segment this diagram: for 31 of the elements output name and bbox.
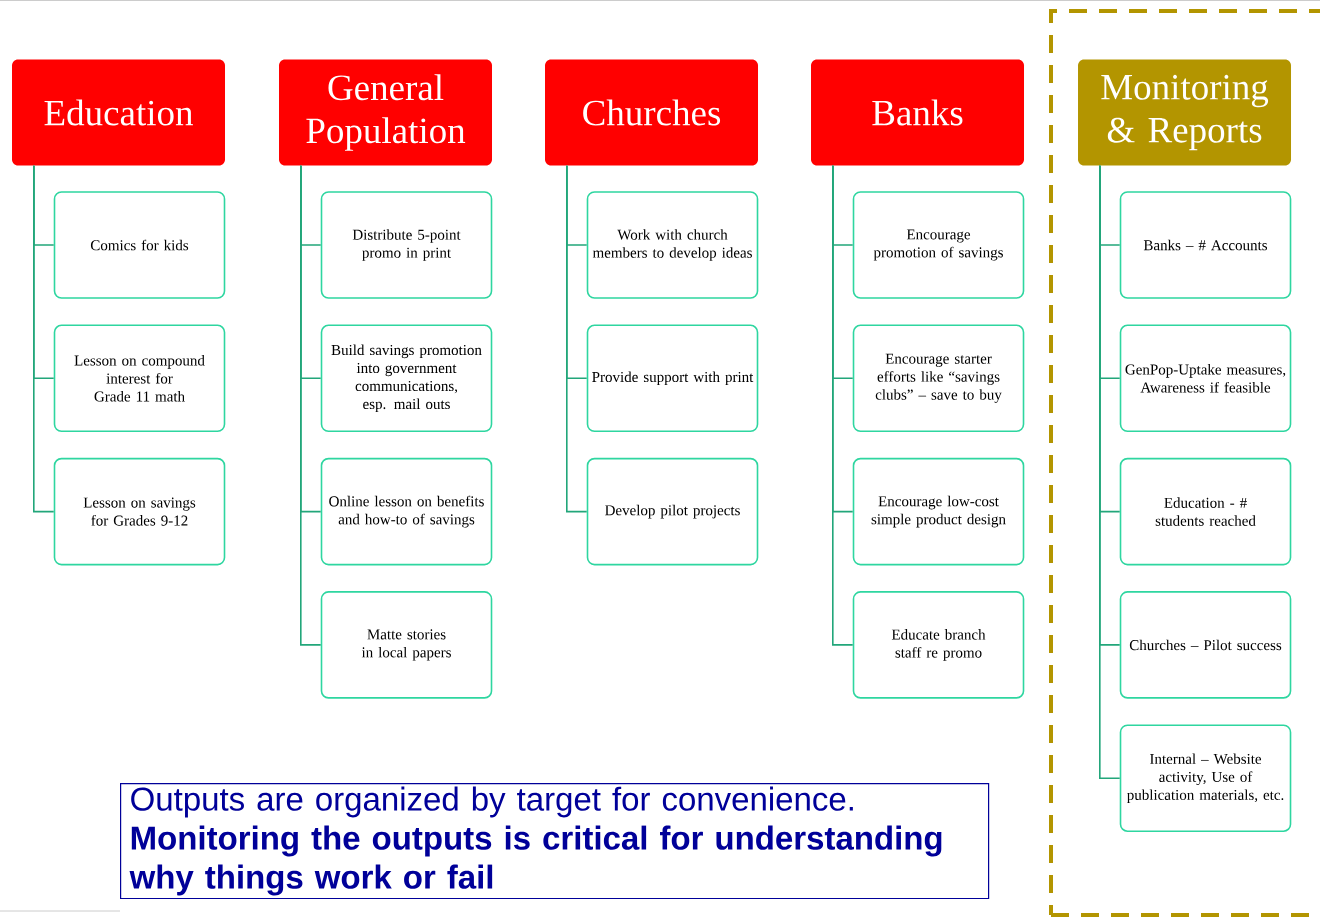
output-box: Lesson on savings for Grades 9-12 bbox=[53, 457, 226, 566]
output-box: Develop pilot projects bbox=[586, 457, 759, 566]
connector-line bbox=[300, 164, 322, 646]
connector-line bbox=[566, 164, 588, 513]
output-box: Provide support with print bbox=[586, 324, 759, 433]
header-box: Education bbox=[12, 59, 225, 166]
output-box: Work with church members to develop ideas bbox=[586, 191, 759, 299]
output-box: Educate branch staff re promo bbox=[852, 591, 1025, 699]
output-box: Matte stories in local papers bbox=[320, 591, 493, 699]
header-box: General Population bbox=[279, 59, 492, 166]
header-box: Monitoring & Reports bbox=[1078, 59, 1291, 166]
connector-line bbox=[33, 164, 55, 513]
output-box: Build savings promotion into government communications, esp. mail outs bbox=[320, 324, 493, 433]
output-box: Online lesson on benefits and how-to of savings bbox=[320, 457, 493, 566]
header-box: Churches bbox=[545, 59, 758, 166]
output-box: Churches – Pilot success bbox=[1119, 591, 1292, 699]
connector-line bbox=[1099, 164, 1121, 779]
output-box: Comics for kids bbox=[53, 191, 226, 299]
output-box: Banks – # Accounts bbox=[1119, 191, 1292, 299]
output-box: Internal – Website activity, Use of publication materials, etc. bbox=[1119, 724, 1292, 832]
output-box: GenPop-Uptake measures, Awareness if feasible bbox=[1119, 324, 1292, 433]
output-box: Encourage low-cost simple product design bbox=[852, 457, 1025, 566]
output-box: Lesson on compound interest for Grade 11 math bbox=[53, 324, 226, 433]
dashed-frame bbox=[1049, 9, 1320, 917]
output-box: Distribute 5-point promo in print bbox=[320, 191, 493, 299]
header-box: Banks bbox=[811, 59, 1024, 166]
output-box: Education - # students reached bbox=[1119, 457, 1292, 566]
connector-line bbox=[832, 164, 854, 646]
output-box: Encourage starter efforts like “savings clubs” – save to buy bbox=[852, 324, 1025, 433]
note-box: Outputs are organized by target for convenience. Monitoring the outputs is critical for understanding why things work or fail bbox=[120, 783, 990, 900]
output-box: Encourage promotion of savings bbox=[852, 191, 1025, 299]
